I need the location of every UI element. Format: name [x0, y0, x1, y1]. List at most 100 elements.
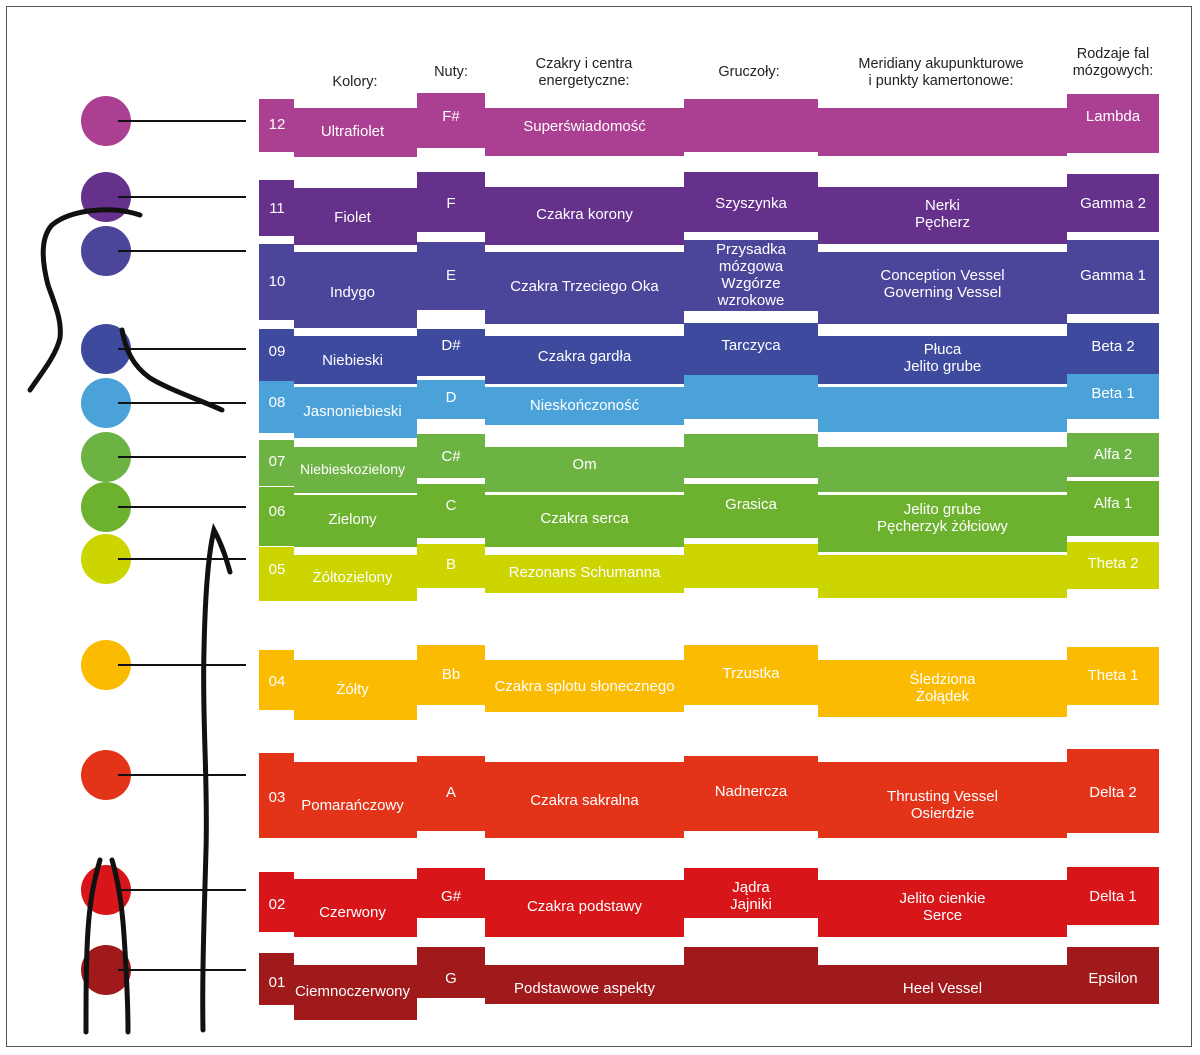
band-row-09 — [259, 323, 1159, 384]
gland-name-11: Szyszynka — [715, 194, 787, 212]
body-silhouette — [27, 207, 233, 1035]
wave-name-01: Epsilon — [1088, 969, 1138, 987]
note-name-10: E — [445, 266, 456, 284]
chakra-circle-09 — [81, 324, 131, 374]
meridian-name-09: Płuca Jelito grube — [903, 341, 982, 375]
color-name-07: Niebieskozielony — [299, 460, 406, 477]
wave-name-07: Alfa 2 — [1093, 445, 1133, 463]
wave-name-06: Alfa 1 — [1093, 494, 1133, 512]
color-name-06: Zielony — [328, 510, 377, 528]
row-number-07: 07 — [268, 452, 286, 470]
row-number-12: 12 — [268, 115, 286, 133]
chakra-name-07: Om — [572, 455, 597, 473]
note-name-06: C — [445, 496, 457, 514]
note-name-04: Bb — [441, 665, 461, 683]
header-notes: Nuty: — [434, 64, 468, 80]
band-row-10 — [259, 240, 1159, 328]
note-name-11: F — [446, 194, 456, 212]
chakra-name-12: Superświadomość — [523, 117, 646, 135]
gland-name-09: Tarczyca — [721, 336, 781, 354]
gland-name-10: Przysadka mózgowa Wzgórze wzrokowe — [715, 241, 787, 309]
chakra-name-04: Czakra splotu słonecznego — [494, 677, 675, 695]
note-name-05: B — [445, 555, 456, 573]
color-name-09: Niebieski — [322, 351, 383, 369]
header-glands: Gruczoły: — [718, 64, 780, 80]
chakra-circle-12 — [81, 96, 131, 146]
wave-name-12: Lambda — [1085, 107, 1141, 125]
band-row-12 — [259, 93, 1159, 157]
band-row-05 — [259, 542, 1159, 601]
row-number-08: 08 — [268, 393, 286, 411]
note-name-01: G — [445, 969, 457, 987]
meridian-name-03: Thrusting Vessel Osierdzie — [887, 788, 998, 822]
chakra-circle-01 — [81, 945, 131, 995]
left-leg-outline — [83, 857, 103, 1035]
header-meridians: Meridiany akupunkturowe i punkty kamerto… — [858, 56, 1024, 89]
row-number-11: 11 — [269, 199, 285, 217]
chakra-name-06: Czakra serca — [540, 509, 629, 527]
note-name-09: D# — [441, 336, 461, 354]
meridian-name-06: Jelito grube Pęcherzyk żółciowy — [877, 501, 1008, 535]
header-chakras: Czakry i centra energetyczne: — [535, 56, 633, 89]
band-row-08 — [259, 374, 1159, 438]
chakra-circle-07 — [81, 432, 131, 482]
chakra-circle-04 — [81, 640, 131, 690]
note-name-07: C# — [441, 447, 461, 465]
wave-name-09: Beta 2 — [1091, 337, 1135, 355]
row-number-05: 05 — [268, 560, 286, 578]
wave-name-04: Theta 1 — [1087, 666, 1139, 684]
chakra-circle-08 — [81, 378, 131, 428]
row-number-01: 01 — [268, 973, 286, 991]
gland-name-06: Grasica — [725, 495, 777, 513]
spine-outline — [200, 523, 233, 1033]
note-name-08: D — [445, 388, 457, 406]
gland-name-02: Jądra Jajniki — [730, 879, 772, 913]
meridian-name-02: Jelito cienkie Serce — [899, 890, 986, 924]
band-row-06 — [259, 481, 1159, 552]
color-name-10: Indygo — [329, 283, 376, 301]
header-waves: Rodzaje fal mózgowych: — [1072, 46, 1154, 79]
row-number-10: 10 — [268, 272, 286, 290]
gland-name-03: Nadnercza — [714, 782, 788, 800]
band-row-11 — [259, 172, 1159, 245]
row-number-06: 06 — [268, 502, 286, 520]
chakra-name-10: Czakra Trzeciego Oka — [510, 277, 659, 295]
color-name-02: Czerwony — [319, 903, 386, 921]
band-row-01 — [259, 947, 1159, 1020]
chakra-name-02: Czakra podstawy — [526, 897, 643, 915]
note-name-12: F# — [442, 107, 460, 125]
note-name-03: A — [445, 783, 456, 801]
neck-outline — [119, 327, 225, 413]
row-number-04: 04 — [268, 672, 286, 690]
wave-name-11: Gamma 2 — [1080, 194, 1146, 212]
color-name-05: Żółtozielony — [312, 568, 393, 586]
chakra-circle-10 — [81, 226, 131, 276]
wave-name-03: Delta 2 — [1089, 783, 1137, 801]
wave-name-08: Beta 1 — [1091, 384, 1135, 402]
head-outline — [27, 207, 143, 393]
chakra-name-09: Czakra gardła — [537, 347, 632, 365]
connector-lines — [118, 120, 246, 971]
color-bands — [259, 93, 1159, 1020]
band-row-03 — [259, 749, 1159, 838]
header-colors: Kolory: — [332, 74, 378, 90]
band-row-04 — [259, 645, 1159, 720]
chakra-name-11: Czakra korony — [536, 205, 633, 223]
band-row-02 — [259, 867, 1159, 937]
chakra-circle-06 — [81, 482, 131, 532]
color-name-04: Żółty — [336, 680, 369, 698]
color-name-12: Ultrafiolet — [320, 122, 385, 140]
meridian-name-01: Heel Vessel — [902, 979, 983, 997]
chakra-name-01: Podstawowe aspekty — [514, 979, 655, 997]
chakra-name-08: Nieskończoność — [529, 396, 640, 414]
chakra-name-03: Czakra sakralna — [530, 791, 639, 809]
wave-name-05: Theta 2 — [1087, 554, 1139, 572]
gland-name-04: Trzustka — [722, 664, 780, 682]
color-name-03: Pomarańczowy — [301, 796, 404, 814]
row-number-09: 09 — [268, 342, 286, 360]
color-name-11: Fiolet — [334, 208, 371, 226]
meridian-name-04: Śledziona Żołądek — [909, 671, 976, 705]
diagram-frame — [6, 6, 1192, 1047]
meridian-name-10: Conception Vessel Governing Vessel — [880, 267, 1005, 301]
